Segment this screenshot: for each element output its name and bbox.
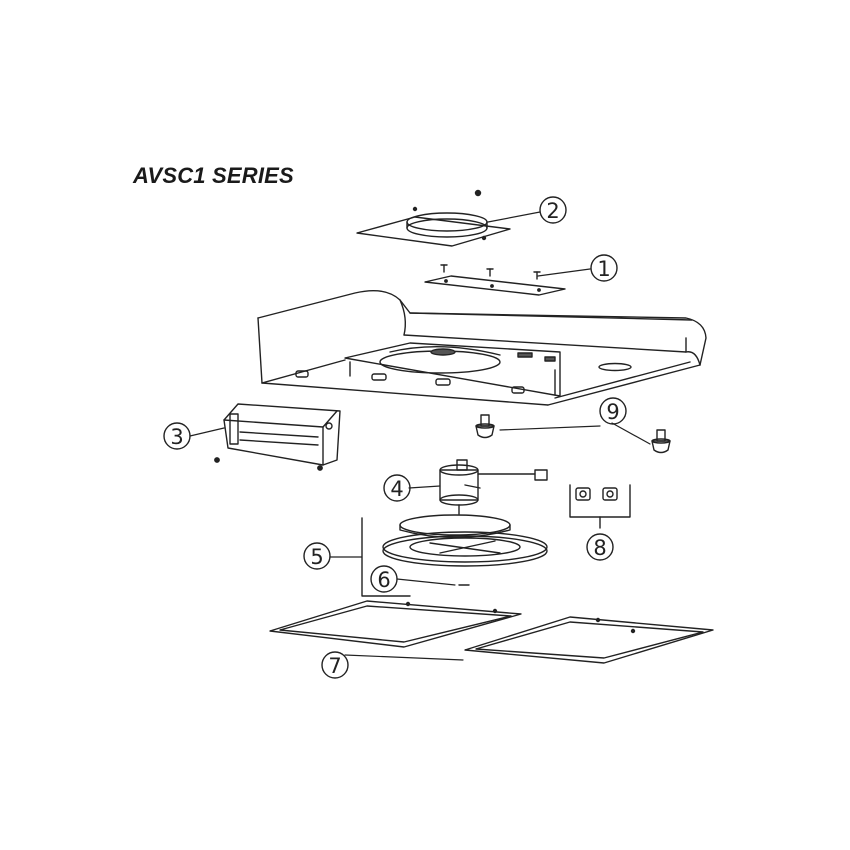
callout-1: 1 [590,254,618,282]
leader-lines [189,211,651,661]
diagram-title: AVSC1 SERIES [133,163,294,188]
callout-9: 9 [599,397,627,425]
blower-housing-part [361,514,548,597]
callout-6: 6 [370,565,398,593]
svg-text:4: 4 [390,477,403,501]
duct-connector-part [356,189,511,247]
callout-4: 4 [383,474,411,502]
range-hood-body [257,290,707,406]
control-box-part [214,403,341,471]
svg-text:9: 9 [606,400,619,424]
light-sockets-part [569,484,631,529]
svg-text:6: 6 [377,568,390,592]
callout-8: 8 [586,533,614,561]
svg-text:7: 7 [328,654,341,678]
grease-filters-part [269,600,714,664]
svg-text:1: 1 [597,257,610,281]
halogen-bulbs-part [475,414,671,454]
top-plate-part [424,264,566,296]
svg-text:8: 8 [593,536,606,560]
svg-text:3: 3 [170,425,183,449]
callout-3: 3 [163,422,191,450]
callout-5: 5 [303,542,331,570]
blower-motor-part [439,459,548,515]
callout-7: 7 [321,651,349,679]
svg-text:2: 2 [546,199,559,223]
svg-text:5: 5 [310,545,323,569]
callout-2: 2 [539,196,567,224]
